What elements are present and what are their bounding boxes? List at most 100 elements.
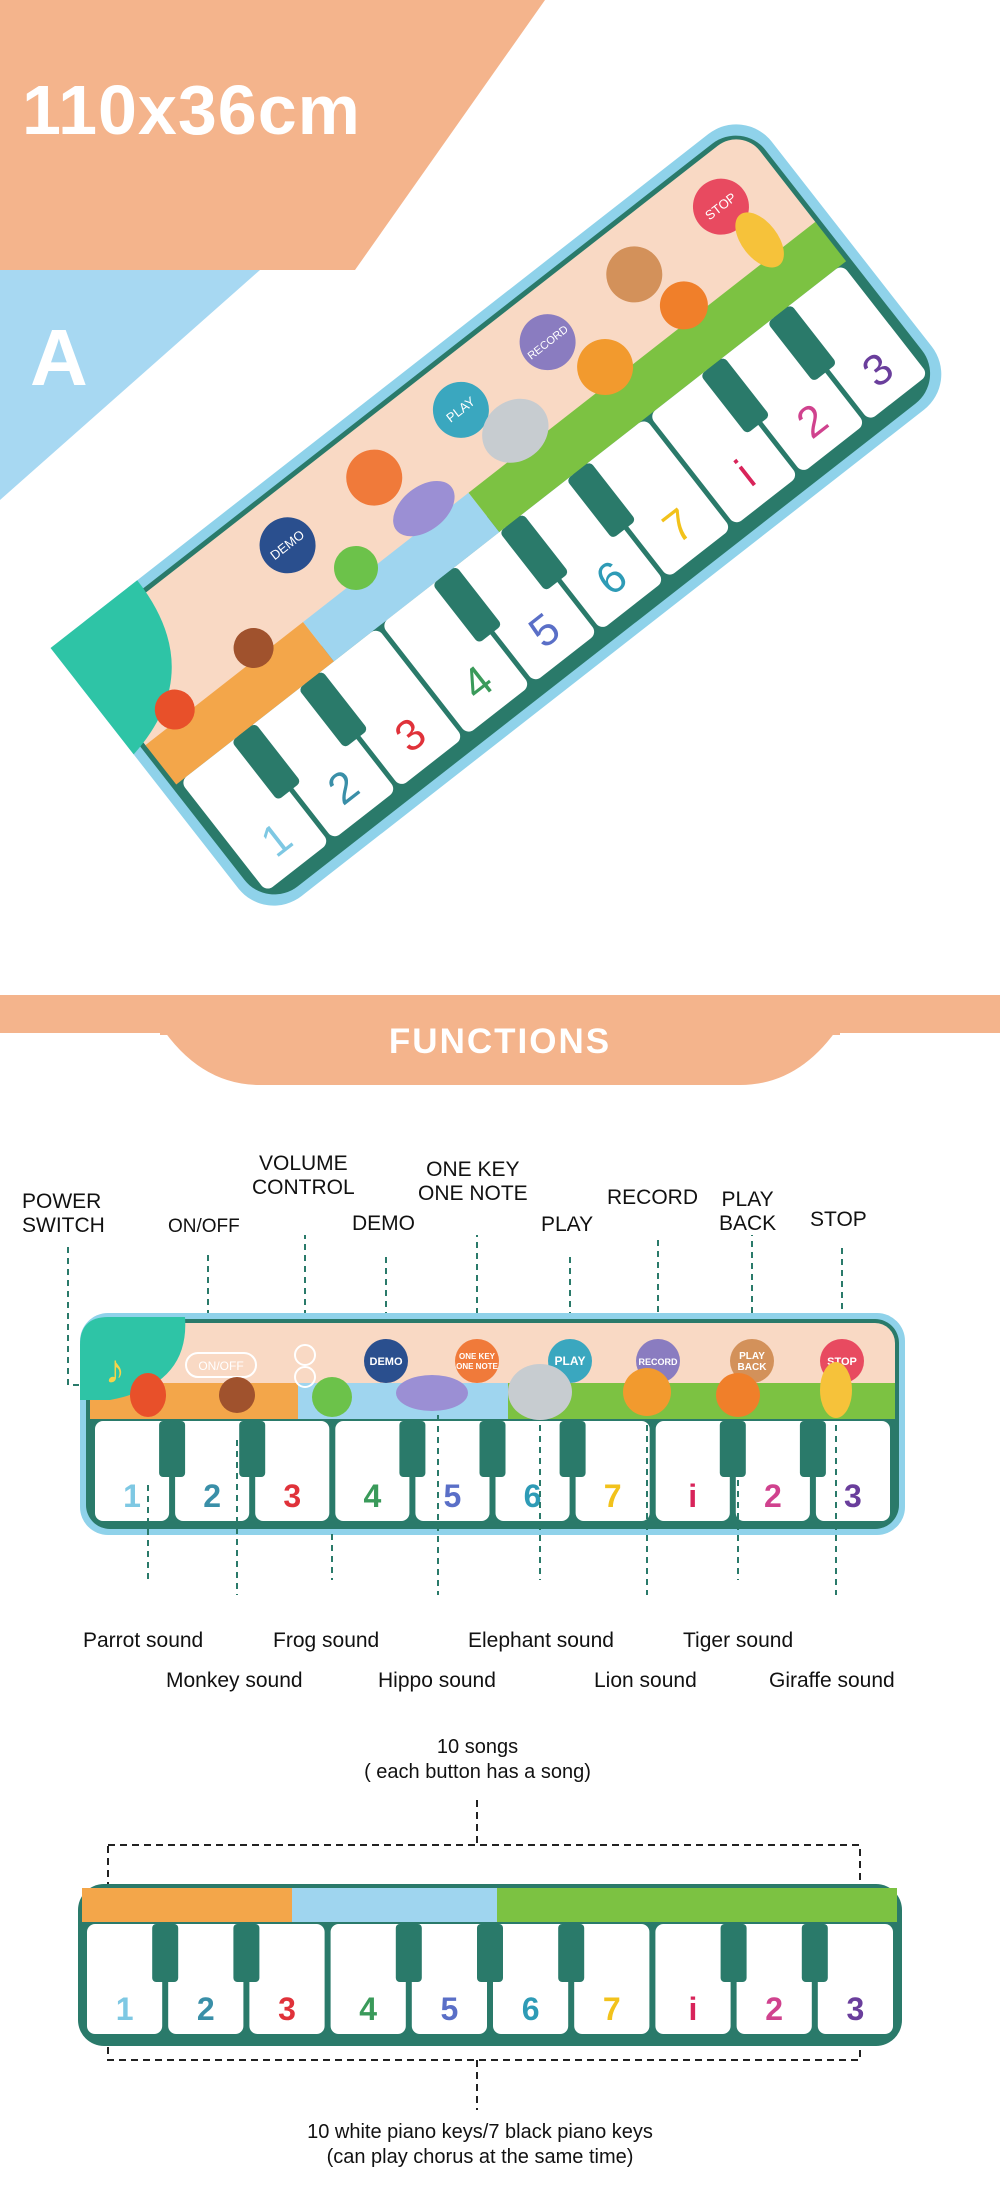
volume-up-icon: [294, 1344, 316, 1366]
rotated-buttons: DEMO PLAY RECORD STOP: [259, 178, 749, 574]
function-mat-black-key-1[interactable]: [159, 1421, 186, 1477]
ground-blue: [303, 492, 500, 662]
keys-mat-black-key-1[interactable]: [152, 1924, 179, 1982]
function-mat-white-key-8[interactable]: [655, 1421, 730, 1521]
function-mat-key-number-4: 4: [363, 1478, 381, 1514]
frog-icon: [334, 545, 379, 590]
keys-mat-key-number-4: 4: [359, 1991, 377, 2027]
monkey-icon: [219, 1377, 255, 1413]
volume-down-icon: [294, 1366, 316, 1388]
keys-mat-black-key-7[interactable]: [801, 1924, 828, 1982]
keys-mat-white-key-9[interactable]: [736, 1924, 812, 2034]
lion-icon: [623, 1368, 671, 1416]
keys-mat-black-key-6[interactable]: [720, 1924, 747, 1982]
function-mat-white-key-6[interactable]: [495, 1421, 570, 1521]
rotated-animals: [154, 212, 784, 730]
sound-label-monkey: Monkey sound: [166, 1669, 303, 1692]
svg-text:DEMO: DEMO: [370, 1356, 403, 1368]
function-mat-black-key-2[interactable]: [239, 1421, 266, 1477]
keys-mat-white-key-8[interactable]: [655, 1924, 731, 2034]
parrot-icon: [130, 1373, 166, 1417]
keys-note: 10 white piano keys/7 black piano keys(c…: [307, 2121, 653, 2168]
songs-note: 10 songs( each button has a song): [364, 1736, 591, 1783]
keys-ground-green: [497, 1888, 897, 1922]
keys-mat-white-key-5[interactable]: [411, 1924, 487, 2034]
function-mat-white-key-9[interactable]: [735, 1421, 810, 1521]
function-mat-key-number-2: 2: [203, 1478, 221, 1514]
function-mat-white-key-1[interactable]: [95, 1421, 170, 1521]
keys-mat-key-number-8: i: [689, 1991, 698, 2027]
sound-label-parrot: Parrot sound: [83, 1629, 204, 1652]
sound-label-giraffe: Giraffe sound: [769, 1669, 895, 1692]
function-mat-key-number-8: i: [688, 1478, 697, 1514]
callout-stop: STOP: [810, 1208, 867, 1231]
sound-label-tiger: Tiger sound: [683, 1629, 794, 1652]
function-mat-white-key-5[interactable]: [415, 1421, 490, 1521]
one-key-one-note-button: [455, 1339, 499, 1383]
function-mat-white-key-10[interactable]: [815, 1421, 890, 1521]
sound-label-elephant: Elephant sound: [468, 1629, 614, 1652]
svg-text:ON/OFF: ON/OFF: [198, 1359, 243, 1373]
sound-label-frog: Frog sound: [273, 1629, 380, 1652]
keys-mat-white-key-6[interactable]: [493, 1924, 569, 2034]
keys-mat-black-key-3[interactable]: [395, 1924, 422, 1982]
functions-banner: [0, 995, 1000, 1085]
callout-record: RECORD: [607, 1186, 699, 1209]
function-mat-white-key-7[interactable]: [575, 1421, 650, 1521]
music-note-icon: ♪: [105, 1348, 125, 1392]
function-mat-key-number-10: 3: [844, 1478, 862, 1514]
function-mat-black-key-7[interactable]: [799, 1421, 826, 1477]
elephant-icon: [508, 1364, 572, 1420]
play-back-button: [730, 1339, 774, 1383]
orange-band: [0, 0, 545, 270]
rotated-white-keys: [183, 267, 926, 889]
animals-row: [130, 1362, 852, 1420]
sound-label-hippo: Hippo sound: [378, 1669, 496, 1692]
keys-mat-white-key-1[interactable]: [87, 1924, 163, 2034]
function-mat-white-key-3[interactable]: [255, 1421, 330, 1521]
function-mat-black-key-3[interactable]: [399, 1421, 426, 1477]
function-mat-black-key-6[interactable]: [719, 1421, 746, 1477]
function-mat-black-key-5[interactable]: [559, 1421, 586, 1477]
giraffe-icon: [735, 212, 784, 268]
keys-mat-black-key-4[interactable]: [477, 1924, 503, 1982]
keys-mat-white-key-4[interactable]: [330, 1924, 406, 2034]
ground-orange: [145, 622, 334, 785]
keys-ground-blue: [292, 1888, 497, 1922]
frog-icon: [312, 1377, 352, 1417]
callout-on-off: ON/OFF: [168, 1216, 240, 1237]
hippo-icon: [393, 480, 455, 537]
keys-mat-key-number-3: 3: [278, 1991, 296, 2027]
function-mat-key-number-3: 3: [283, 1478, 301, 1514]
function-mat-key-number-9: 2: [764, 1478, 782, 1514]
sound-label-lion: Lion sound: [594, 1669, 697, 1692]
keys-mat-white-key-10[interactable]: [817, 1924, 893, 2034]
function-mat-black-key-4[interactable]: [479, 1421, 506, 1477]
rotated-mat-illustration: 1 2 3 4 5 6 7 i 2 3 DEMO PLAY RECORD STO…: [50, 124, 942, 906]
demo-button: [364, 1339, 408, 1383]
keys-ground-orange: [82, 1888, 292, 1922]
keys-mat-black-key-2[interactable]: [233, 1924, 260, 1982]
bottom-leader-lines: [147, 1415, 837, 1595]
keys-mat-black-key-5[interactable]: [558, 1924, 585, 1982]
giraffe-icon: [820, 1362, 852, 1418]
function-mat-key-number-7: 7: [604, 1478, 622, 1514]
rotated-black-keys: [233, 306, 836, 799]
size-label: 110x36cm: [22, 71, 361, 149]
keys-mat-white-key-2[interactable]: [168, 1924, 244, 2034]
function-mat-white-key-2[interactable]: [175, 1421, 250, 1521]
keys-mat-white-key-7[interactable]: [574, 1924, 650, 2034]
function-mat-white-key-4[interactable]: [335, 1421, 410, 1521]
function-mat-key-number-1: 1: [123, 1478, 141, 1514]
function-mat-key-number-6: 6: [524, 1478, 542, 1514]
keys-mat-white-key-3[interactable]: [249, 1924, 325, 2034]
tiger-icon: [716, 1373, 760, 1417]
lion-icon: [577, 338, 634, 395]
keys-mat-key-number-6: 6: [522, 1991, 540, 2027]
keys-mat-key-number-1: 1: [116, 1991, 134, 2027]
